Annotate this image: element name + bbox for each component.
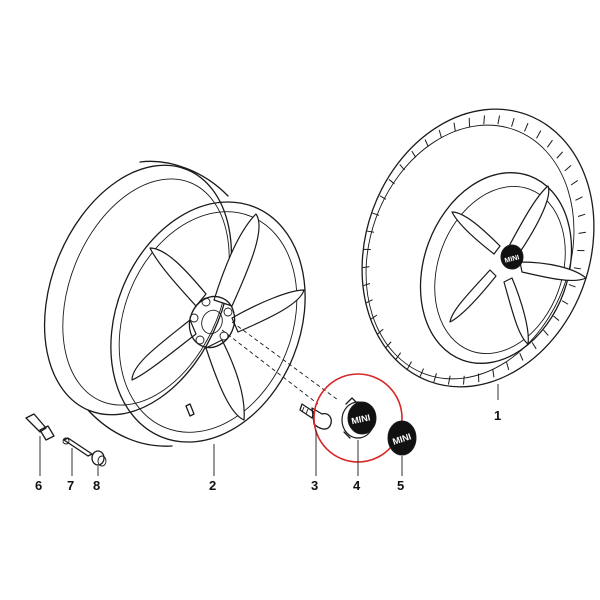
part-number-5: 5 (397, 478, 404, 493)
tread-mark (570, 180, 579, 186)
tread-mark (385, 341, 392, 349)
part-number-6: 6 (35, 478, 42, 493)
tread-mark (453, 122, 456, 132)
tread-mark (362, 266, 370, 269)
tread-mark (536, 130, 542, 139)
tyre-wheel-assembly: MINI (361, 108, 595, 388)
tread-mark (388, 179, 395, 185)
tread-mark (497, 115, 501, 125)
tread-mark (438, 129, 442, 138)
tread-mark (399, 164, 405, 171)
tread-mark (447, 375, 451, 385)
tread-mark (424, 139, 429, 147)
part-number-4: 4 (353, 478, 361, 493)
emblem-badge: MINI (387, 420, 417, 456)
tread-mark (376, 328, 384, 336)
tread-mark (519, 353, 524, 361)
tread-mark (553, 315, 560, 321)
tread-mark (395, 352, 402, 361)
wheel-bolt (299, 403, 332, 430)
tread-mark (433, 373, 437, 383)
tread-mark (573, 267, 582, 270)
tread-mark (483, 115, 485, 125)
part-number-1: 1 (494, 408, 501, 423)
tread-mark (372, 212, 380, 216)
tread-mark (411, 150, 417, 158)
valve (25, 413, 55, 441)
tread-mark (546, 139, 553, 148)
tread-mark (362, 282, 371, 287)
tread-mark (506, 362, 510, 371)
tread-mark (511, 117, 515, 127)
tread-mark (419, 368, 424, 378)
part-number-2: 2 (209, 478, 216, 493)
tread-mark (564, 164, 572, 172)
tread-mark (365, 299, 373, 304)
tread-pattern (362, 115, 586, 385)
assembly-line-cap (231, 321, 339, 401)
tread-mark (568, 284, 576, 288)
centre-cap-small (500, 244, 524, 270)
tread-mark (561, 300, 569, 305)
tread-mark (543, 329, 549, 336)
part-number-3: 3 (311, 478, 318, 493)
part-number-8: 8 (93, 478, 100, 493)
tread-mark (463, 375, 465, 385)
tread-mark (575, 196, 583, 201)
part-number-7: 7 (67, 478, 74, 493)
valve-insert (62, 437, 93, 457)
tread-mark (578, 231, 586, 234)
tread-mark (577, 213, 586, 218)
assembly-line-bolt (221, 329, 319, 405)
tread-mark (492, 368, 495, 378)
tread-mark (379, 195, 387, 200)
tread-mark (556, 151, 563, 159)
rim-spokes (131, 213, 305, 421)
tread-mark (531, 342, 537, 350)
hub-cap: MINI (341, 397, 377, 439)
tyre-wheel-spokes (449, 185, 587, 345)
valve-cap (91, 450, 107, 467)
tread-mark (524, 122, 529, 132)
tread-mark (369, 314, 378, 320)
hub-cap-logo: MINI (350, 412, 371, 426)
tread-mark (406, 361, 412, 370)
tread-mark (366, 230, 375, 233)
light-alloy-rim (43, 160, 306, 447)
small-cap-logo: MINI (504, 254, 520, 265)
